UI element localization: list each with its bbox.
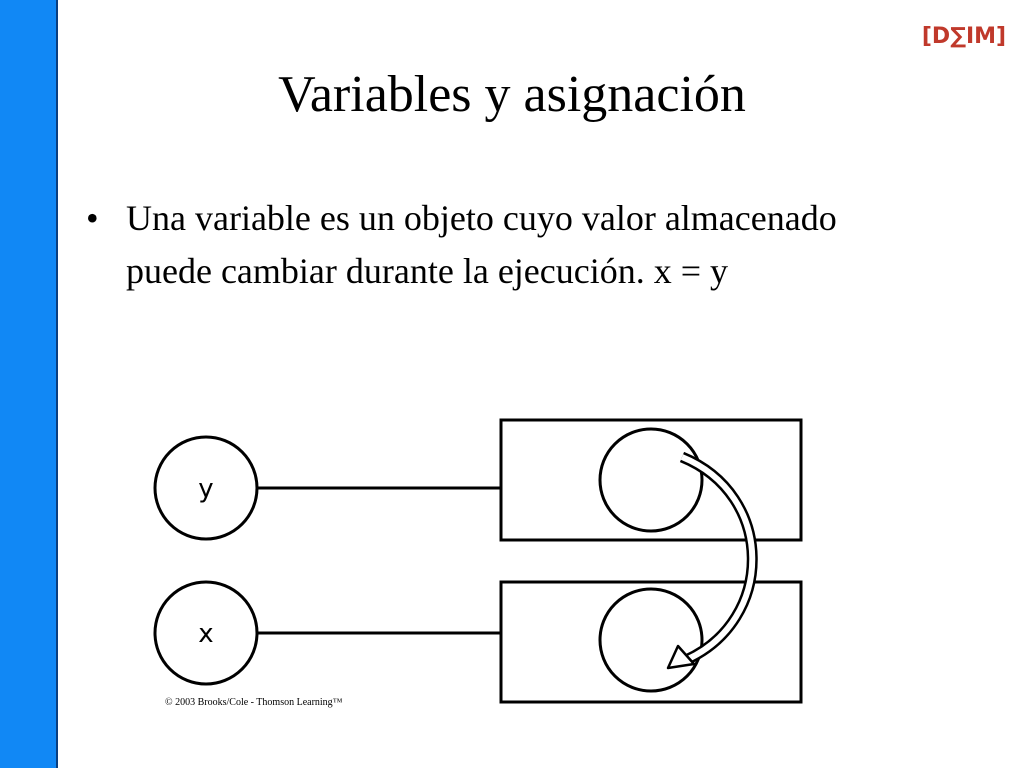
dsim-logo: [D∑IM] [922, 24, 1006, 49]
copy-arrow-head [666, 644, 696, 670]
copy-arrow-fill [680, 454, 756, 663]
variable-y-label: y [198, 474, 213, 504]
side-accent-bar [0, 0, 58, 768]
variable-y: y [153, 418, 803, 542]
variable-x: x [153, 580, 803, 704]
variable-x-storage-box [499, 580, 803, 704]
variable-x-value-circle [598, 587, 704, 693]
logo-text: [D∑IM] [922, 24, 1006, 49]
bullet-marker: • [86, 198, 99, 238]
copy-arrow [666, 451, 758, 670]
bullet-item: • Una variable es un objeto cuyo valor a… [86, 192, 846, 298]
copy-arrow-outline [679, 451, 758, 666]
copyright-notice: © 2003 Brooks/Cole - Thomson Learning™ [165, 697, 343, 708]
bullet-list: • Una variable es un objeto cuyo valor a… [86, 192, 846, 298]
variable-x-label: x [198, 619, 213, 649]
slide-title: Variables y asignación [278, 66, 746, 123]
variable-y-value-circle [598, 427, 704, 533]
bullet-text: Una variable es un objeto cuyo valor alm… [126, 198, 837, 291]
variable-y-storage-box [499, 418, 803, 542]
